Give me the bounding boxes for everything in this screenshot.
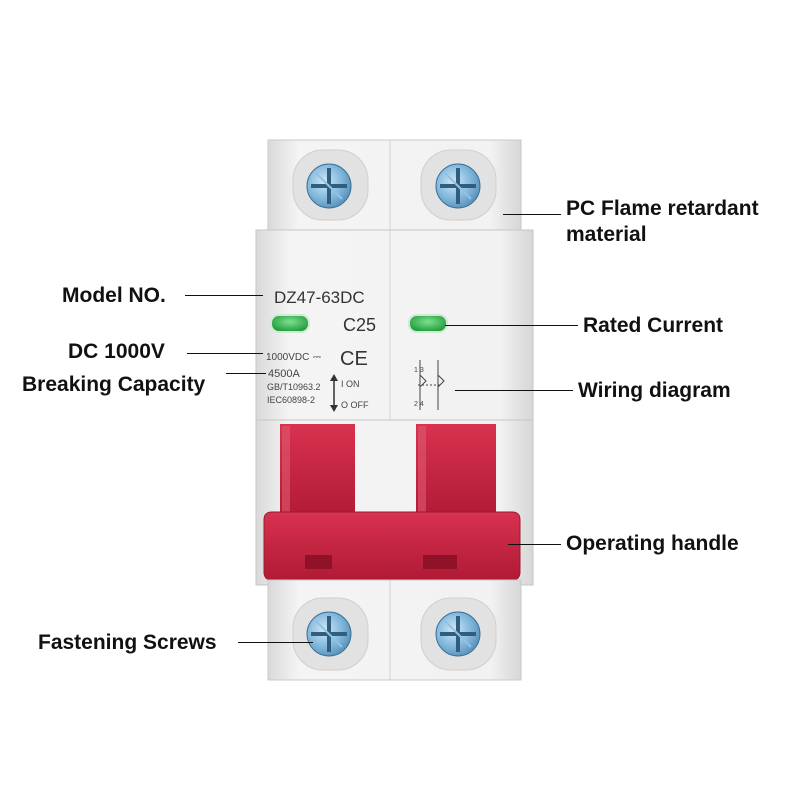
handle-pole-right xyxy=(416,424,496,519)
dc-voltage-leader xyxy=(187,353,263,354)
wiring-diagram-leader xyxy=(455,390,573,391)
ce-mark: CE xyxy=(340,348,368,370)
rated-current-leader xyxy=(445,325,578,326)
screw-icon xyxy=(435,163,481,209)
screw-icon xyxy=(306,163,352,209)
breaking-capacity-leader xyxy=(226,373,266,374)
dc-voltage-label: DC 1000V xyxy=(68,340,165,363)
on-label: I ON xyxy=(341,379,360,389)
model-no-leader xyxy=(185,295,263,296)
breaking-capacity-label: Breaking Capacity xyxy=(22,373,206,396)
screw-icon xyxy=(435,611,481,657)
device-rating-text: C25 xyxy=(343,315,376,335)
fastening-screws-label: Fastening Screws xyxy=(38,631,217,654)
fastening-screws-leader xyxy=(238,642,313,643)
status-indicator-left xyxy=(270,314,310,333)
handle-slot-right xyxy=(423,555,457,569)
off-label: O OFF xyxy=(341,400,369,410)
standard-iec-text: IEC60898-2 xyxy=(267,395,315,405)
pc-material-label-line1: PC Flame retardant xyxy=(566,197,759,220)
dc-symbol: ⎓ xyxy=(313,352,321,363)
rated-current-label: Rated Current xyxy=(583,314,724,337)
handle-slot-left xyxy=(305,555,332,569)
wiring-diagram-icon xyxy=(418,360,445,410)
pc-material-label-line2: material xyxy=(566,223,647,246)
status-indicator-right xyxy=(408,314,448,333)
operating-handle xyxy=(263,511,521,581)
handle-pole-left xyxy=(280,424,355,519)
wiring-top-terminals: 1 3 xyxy=(414,367,424,374)
operating-handle-label: Operating handle xyxy=(566,532,739,555)
model-no-label: Model NO. xyxy=(62,284,166,307)
pc-material-leader xyxy=(503,214,561,215)
operating-handle-leader xyxy=(508,544,561,545)
screw-icon xyxy=(306,611,352,657)
device-voltage-text: 1000VDC xyxy=(266,352,309,363)
wiring-diagram-label: Wiring diagram xyxy=(578,379,731,402)
device-model-text: DZ47-63DC xyxy=(274,288,365,307)
wiring-bottom-terminals: 2 4 xyxy=(414,401,424,408)
standard-gb-text: GB/T10963.2 xyxy=(267,382,321,392)
device-breaking-text: 4500A xyxy=(268,368,300,380)
